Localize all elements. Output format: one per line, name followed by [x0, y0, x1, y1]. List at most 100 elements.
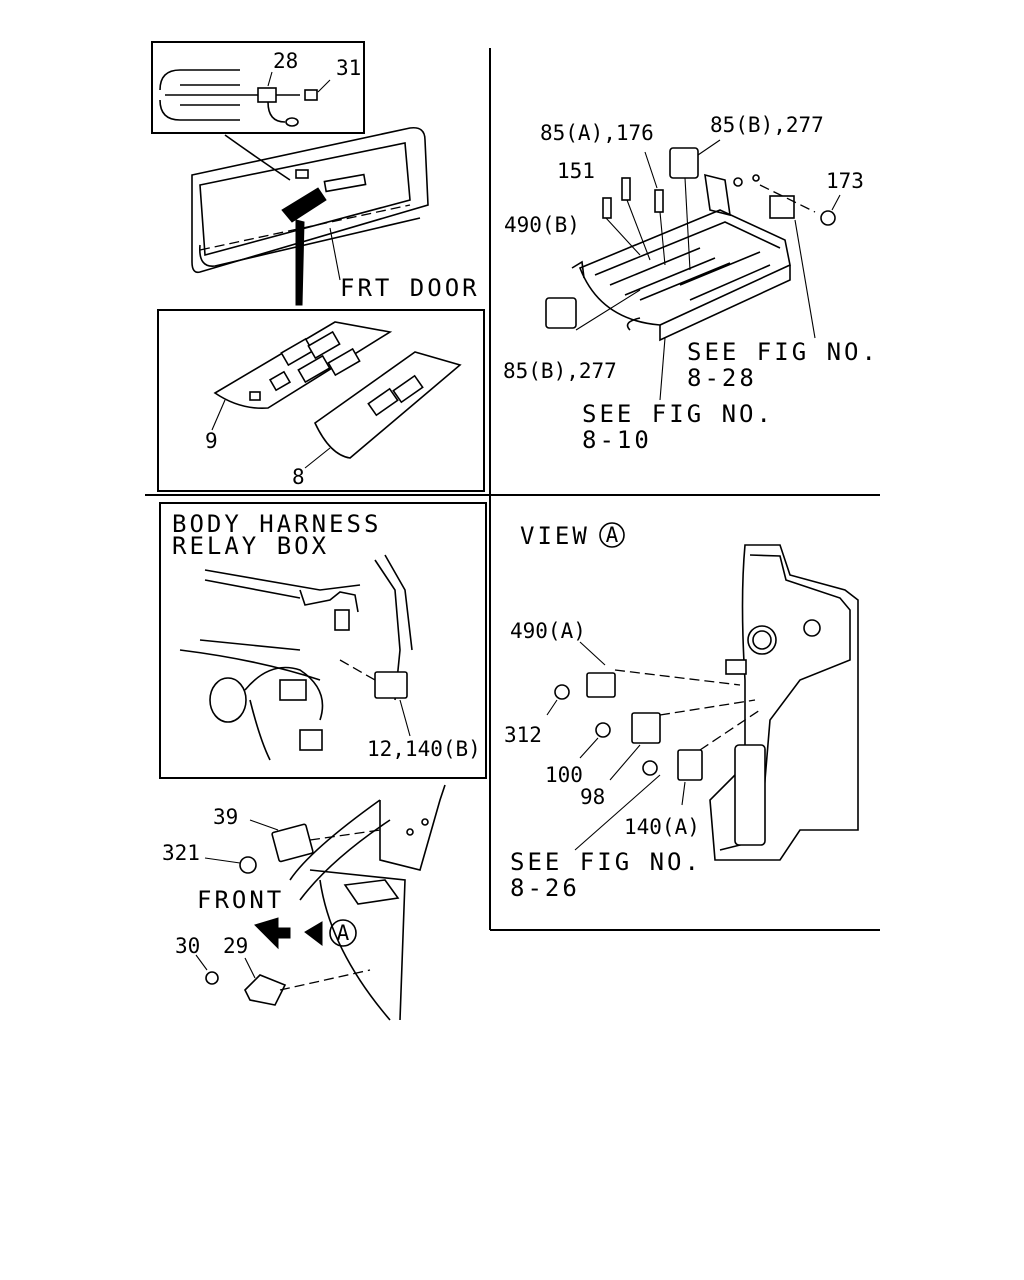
- washer-a: [733, 177, 743, 187]
- callout-490a: 490(A): [510, 619, 586, 643]
- switch-lock-button: [268, 370, 292, 392]
- bolt-173: [820, 210, 836, 226]
- connector-pigtail: [267, 101, 286, 123]
- see-fig-8-26-line2: 8-26: [510, 874, 580, 902]
- callout-321: 321: [162, 841, 200, 865]
- panel-dividers: [145, 48, 880, 931]
- body-harness-title-line2: RELAY BOX: [172, 532, 329, 560]
- callout-85b-277-top: 85(B),277: [710, 113, 824, 137]
- front-label: FRONT: [197, 886, 284, 914]
- connector-28: [257, 87, 277, 103]
- panel-hole-small: [803, 619, 821, 637]
- panel-dot-b: [421, 818, 429, 826]
- callout-12-140b: 12,140(B): [367, 737, 481, 761]
- lower-trim-line: [179, 639, 321, 681]
- panel-clip: [725, 659, 747, 675]
- bolt-31: [304, 89, 318, 101]
- door-switch-base: [281, 187, 327, 223]
- fuse-box-side: [659, 265, 791, 342]
- body-harness-relay-box-assembly: BODY HARNESS RELAY BOX 12,140(B): [159, 502, 487, 779]
- bolt-321: [239, 856, 257, 874]
- bolt-98: [642, 760, 658, 776]
- switch-button-b: [307, 330, 341, 360]
- relay-box-socket: [299, 729, 323, 751]
- switch-panel-9: [213, 321, 393, 410]
- callout-39: 39: [213, 805, 238, 829]
- switch-single-button-2: [392, 374, 424, 404]
- callout-29: 29: [223, 934, 248, 958]
- dash-panel-edge: [204, 569, 361, 599]
- relay-85b-bottom: [545, 297, 577, 329]
- callout-85a-176: 85(A),176: [540, 121, 654, 145]
- door-panel-outline: [191, 126, 429, 274]
- fuse-box-slots: [609, 247, 771, 301]
- floor-plate: [343, 879, 400, 905]
- footwell-lines: [309, 869, 406, 1021]
- callout-31: 31: [336, 56, 361, 80]
- switch-leader-bar: [295, 219, 305, 306]
- window-switch-inset-frame: [157, 309, 485, 492]
- panel-slot: [734, 744, 766, 846]
- bolt-312: [554, 684, 570, 700]
- arrow-a-circle: [329, 919, 357, 947]
- fuse-151: [621, 177, 631, 201]
- callout-85b-277-bottom: 85(B),277: [503, 359, 617, 383]
- relay-box-clip: [334, 609, 350, 631]
- relay-85b-top: [669, 147, 699, 179]
- view-a-title: VIEW: [520, 522, 590, 550]
- callout-100: 100: [545, 763, 583, 787]
- relay-98: [631, 712, 661, 744]
- callout-30: 30: [175, 934, 200, 958]
- fuse-box-body: [578, 209, 791, 326]
- callout-98: 98: [580, 785, 605, 809]
- callout-312: 312: [504, 723, 542, 747]
- front-door-assembly: 28 31 FRT DOOR 9 8: [151, 41, 485, 492]
- panel-hole-large-inner: [752, 630, 772, 650]
- see-fig-8-26-line1: SEE FIG NO.: [510, 848, 702, 876]
- view-a-assembly: VIEW A 490(A) 312 100 98 140(A) SEE FIG …: [504, 522, 859, 902]
- harness-connector-shape: [159, 69, 240, 121]
- body-harness-title-line1: BODY HARNESS: [172, 510, 381, 538]
- arrow-a-letter: A: [337, 921, 350, 945]
- harness-loom: [244, 666, 324, 761]
- bracket-shape: [299, 589, 359, 613]
- callout-151: 151: [557, 159, 595, 183]
- connector-end: [285, 117, 299, 127]
- bolt-30: [205, 971, 219, 985]
- callout-490b: 490(B): [504, 213, 580, 237]
- view-a-arrow: [304, 921, 323, 947]
- callout-8: 8: [292, 465, 305, 489]
- panel-dot-a: [406, 828, 414, 836]
- frt-door-label: FRT DOOR: [340, 274, 480, 302]
- callout-28: 28: [273, 49, 298, 73]
- fuse-box-tab: [571, 260, 585, 279]
- switch-button-d: [327, 347, 361, 377]
- door-lock-knob: [295, 169, 309, 179]
- callout-140a: 140(A): [624, 815, 700, 839]
- relay-39: [271, 823, 314, 863]
- kick-panel-edge: [379, 784, 446, 871]
- callout-173: 173: [826, 169, 864, 193]
- door-handle: [323, 173, 367, 193]
- callout-9: 9: [205, 429, 218, 453]
- inset-leader-curve: [224, 134, 291, 181]
- harness-connector-block: [279, 679, 307, 701]
- fuse-box-top-edge: [594, 221, 781, 276]
- connector-inset-frame: [151, 41, 365, 134]
- door-panel-inner: [199, 142, 411, 257]
- switch-small-button: [249, 391, 261, 401]
- fuse-box-bracket: [704, 173, 731, 217]
- bracket-29: [244, 974, 287, 1006]
- view-a-circle: [599, 522, 625, 548]
- see-fig-8-28-line2: 8-28: [687, 364, 757, 392]
- switch-button-c: [297, 354, 331, 384]
- switch-single-button: [367, 387, 399, 417]
- fuse-box-wire: [626, 317, 641, 331]
- see-fig-8-10-line2: 8-10: [582, 426, 652, 454]
- relay-12-140b: [374, 671, 408, 699]
- front-arrow: [254, 917, 291, 950]
- bolt-100: [595, 722, 611, 738]
- door-trim-line: [199, 204, 411, 251]
- footwell-relay-assembly: 39 321 FRONT 30 29 A: [162, 784, 446, 1021]
